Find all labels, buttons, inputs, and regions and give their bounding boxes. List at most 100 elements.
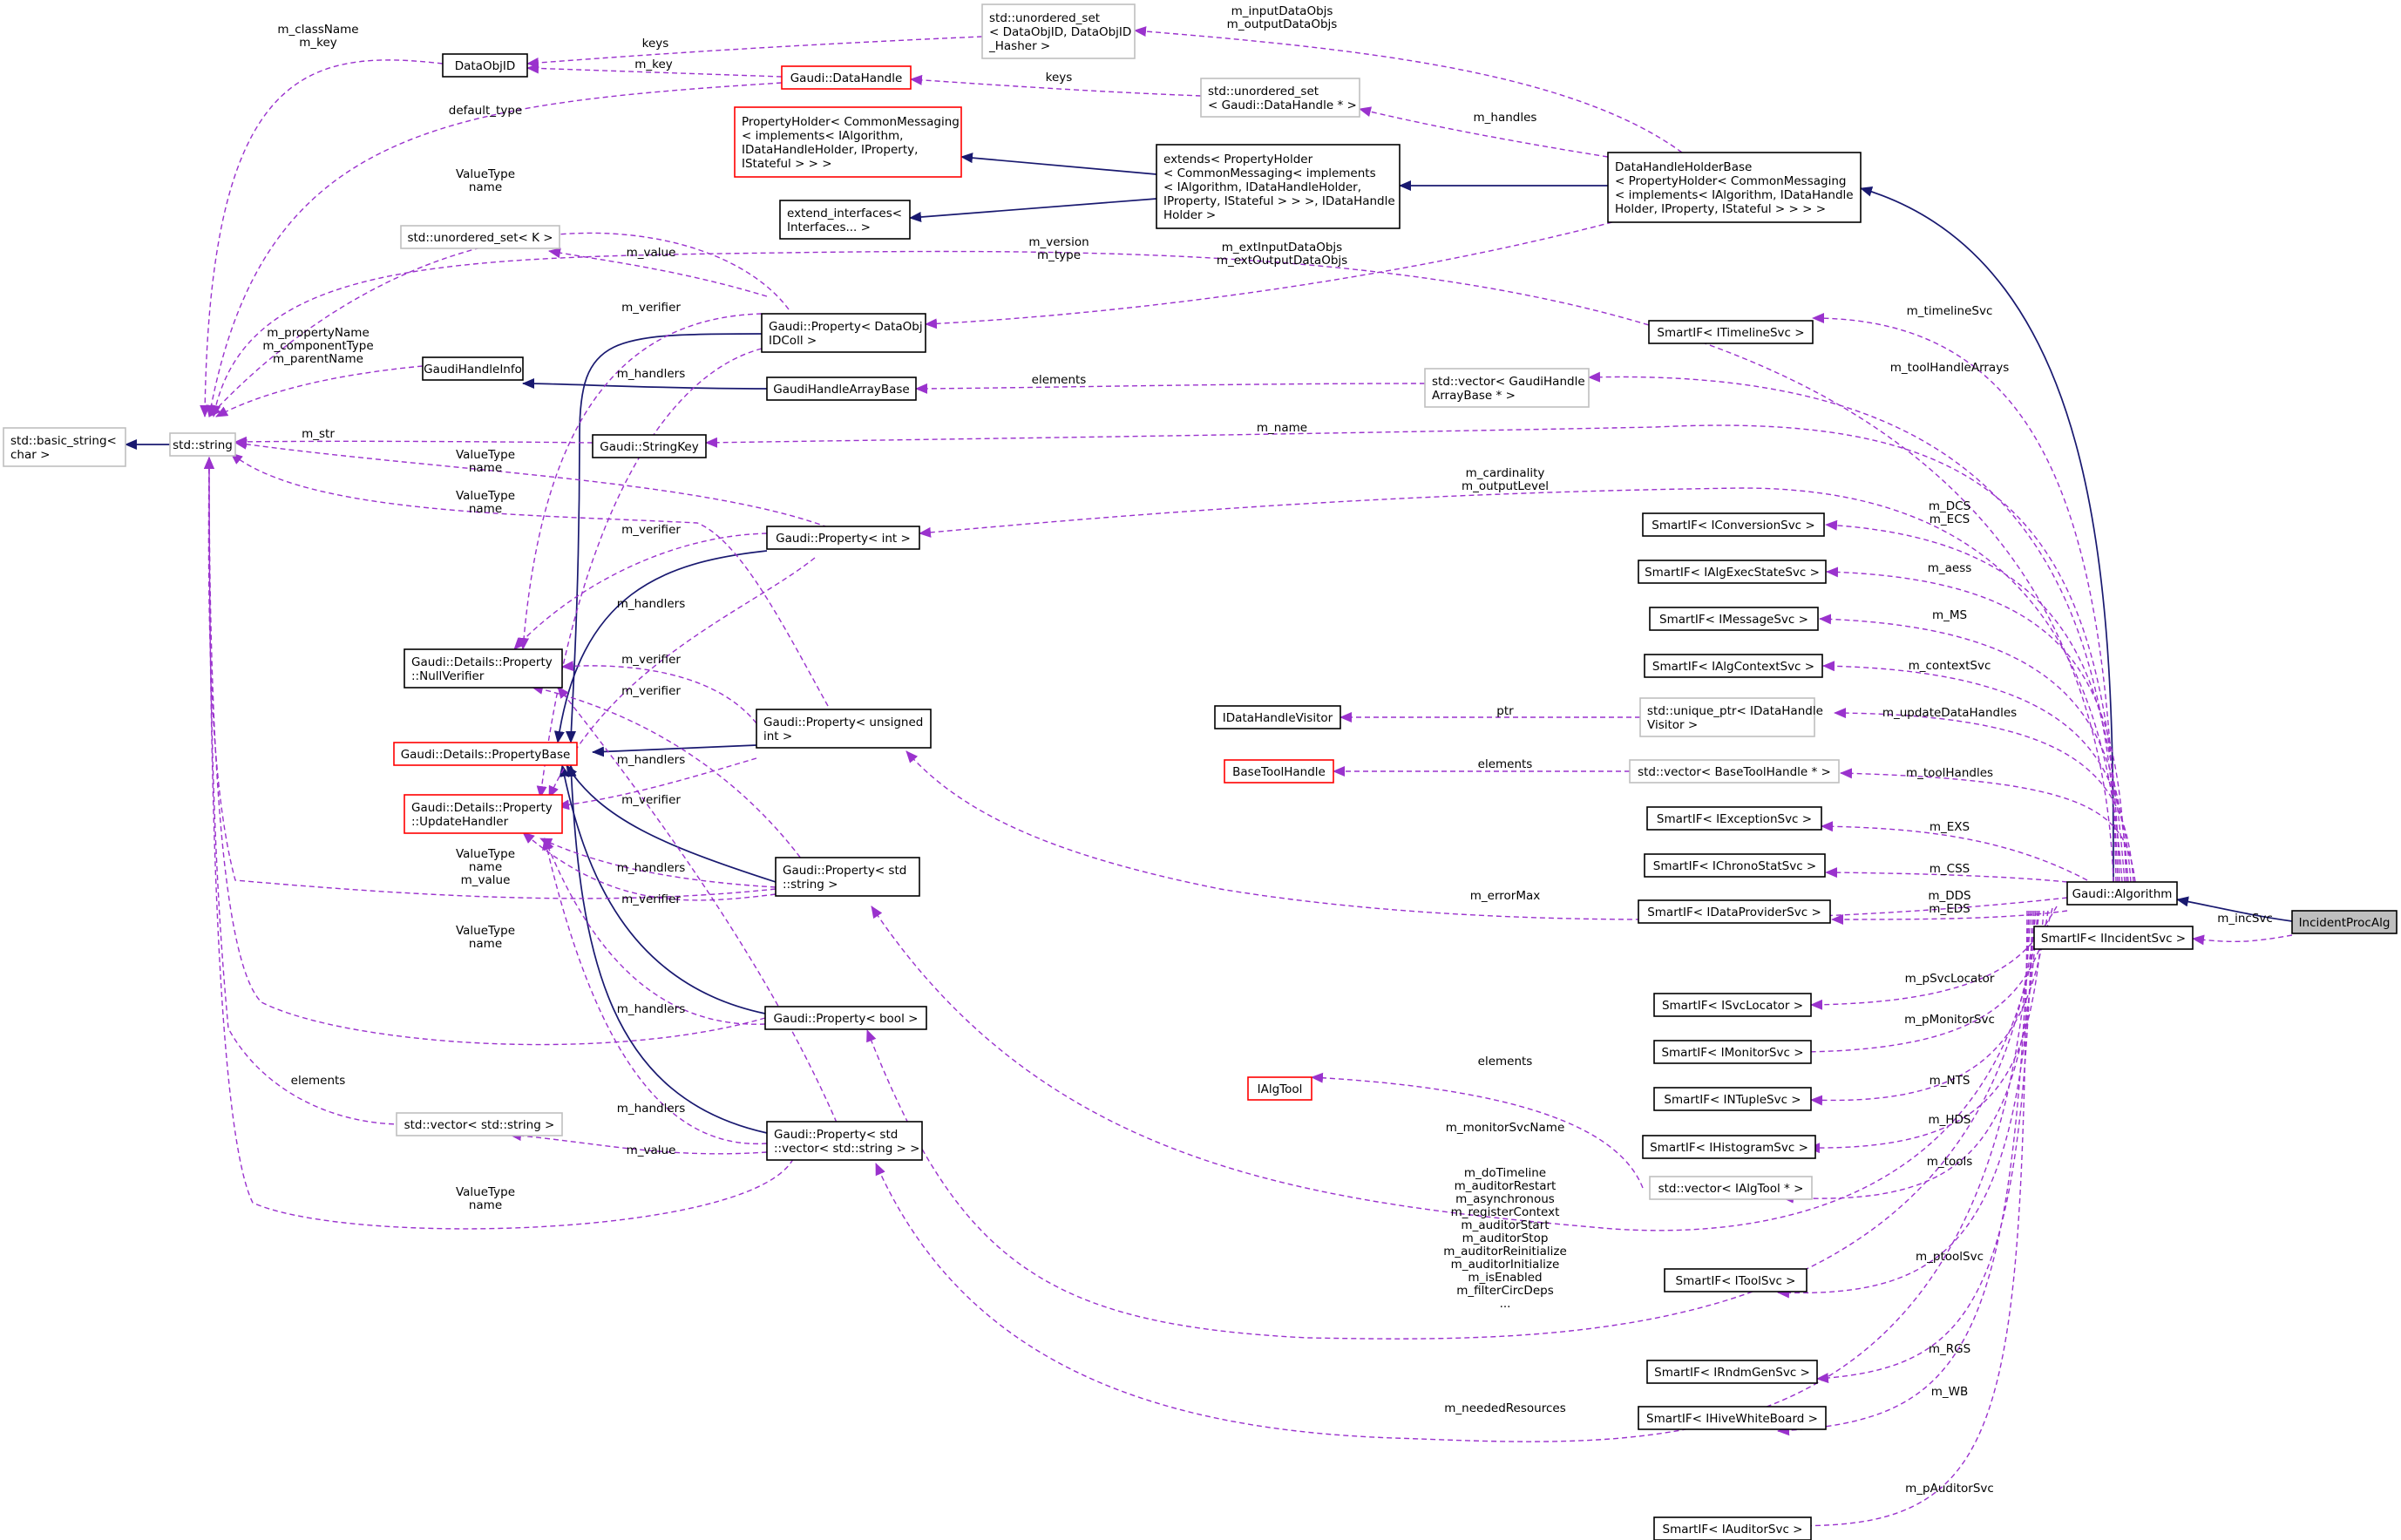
node-label: Gaudi::Property< bool > [774, 1012, 919, 1026]
edge-label-line: m_doTimeline [1464, 1166, 1546, 1180]
usage-edge-m-ms [1819, 614, 2129, 883]
node-unordered-set-datahandle[interactable]: std::unordered_set< Gaudi::DataHandle * … [1200, 78, 1360, 118]
node-ialg-tool[interactable]: IAlgTool [1247, 1076, 1312, 1101]
edge-label-line: m_HDS [1928, 1113, 1970, 1127]
node-smartif-histogram[interactable]: SmartIF< IHistogramSvc > [1642, 1135, 1816, 1159]
usage-edge-m-value-vec [509, 1130, 768, 1155]
edge-label-line: m_RGS [1929, 1342, 1970, 1356]
edge-label-line: name [469, 461, 502, 475]
node-property-holder[interactable]: PropertyHolder< CommonMessaging< impleme… [734, 106, 962, 178]
node-smartif-hivewhiteboard[interactable]: SmartIF< IHiveWhiteBoard > [1638, 1406, 1827, 1430]
node-smartif-rndmgen[interactable]: SmartIF< IRndmGenSvc > [1646, 1360, 1818, 1384]
edge-label-line: m_neededResources [1444, 1401, 1565, 1415]
node-label: Gaudi::Property< int > [776, 532, 911, 546]
node-smartif-algcontext[interactable]: SmartIF< IAlgContextSvc > [1644, 654, 1823, 678]
node-update-handler[interactable]: Gaudi::Details::Property::UpdateHandler [404, 794, 563, 834]
node-label: ::NullVerifier [411, 669, 485, 683]
node-label: std::basic_string< [10, 434, 117, 448]
node-property-base[interactable]: Gaudi::Details::PropertyBase [393, 742, 578, 766]
edge-label-line: m_verifier [621, 301, 681, 315]
inherit-edge-punsigned-propertybase [592, 744, 757, 757]
node-box [1607, 152, 1862, 223]
node-label: SmartIF< IMonitorSvc > [1661, 1046, 1803, 1060]
edge-label-line: m_extOutputDataObjs [1217, 254, 1347, 268]
node-unique-ptr-visitor[interactable]: std::unique_ptr< IDataHandleVisitor > [1639, 697, 1823, 737]
node-box [1653, 1040, 1812, 1064]
node-idatahandle-visitor[interactable]: IDataHandleVisitor [1214, 705, 1341, 729]
node-vector-ialg-tool[interactable]: std::vector< IAlgTool * > [1649, 1176, 1813, 1200]
edge-label: m_pMonitorSvc [1904, 1013, 1995, 1027]
edge-label-line: ValueType [456, 924, 515, 938]
node-smartif-svclocator[interactable]: SmartIF< ISvcLocator > [1653, 993, 1812, 1017]
node-gaudi-handle-info[interactable]: GaudiHandleInfo [422, 356, 524, 381]
node-smartif-message[interactable]: SmartIF< IMessageSvc > [1649, 607, 1819, 631]
edge-label: m_handles [1474, 111, 1537, 125]
node-box [1653, 993, 1812, 1017]
node-label: Gaudi::Property< DataObj [769, 320, 923, 334]
node-std-string[interactable]: std::string [169, 432, 236, 457]
node-dataobjid[interactable]: DataObjID [442, 53, 528, 78]
node-basic-string[interactable]: std::basic_string<char > [3, 427, 126, 467]
usage-edge-valuetype-name-value [203, 457, 777, 899]
node-vector-base-tool-handle[interactable]: std::vector< BaseToolHandle * > [1629, 759, 1840, 784]
edge-label-line: m_filterCircDeps [1456, 1284, 1553, 1298]
node-smartif-exception[interactable]: SmartIF< IExceptionSvc > [1646, 806, 1822, 831]
node-base-tool-handle[interactable]: BaseToolHandle [1224, 759, 1334, 784]
node-smartif-dataprovider[interactable]: SmartIF< IDataProviderSvc > [1638, 899, 1831, 924]
node-property-bool[interactable]: Gaudi::Property< bool > [764, 1006, 927, 1030]
node-smartif-timeline[interactable]: SmartIF< ITimelineSvc > [1648, 320, 1814, 344]
node-extends-holder[interactable]: extends< PropertyHolder< CommonMessaging… [1156, 144, 1401, 229]
node-smartif-algexecstate[interactable]: SmartIF< IAlgExecStateSvc > [1638, 560, 1827, 584]
edge-label: keys [642, 37, 669, 51]
node-label: DataObjID [455, 59, 516, 73]
edge-label: m_monitorSvcName [1446, 1121, 1565, 1135]
usage-edge-valuetype-4 [204, 457, 766, 1046]
inherit-edge-extends-extendinterfaces [909, 198, 1157, 222]
edge-label-line: m_monitorSvcName [1446, 1121, 1565, 1135]
node-property-int[interactable]: Gaudi::Property< int > [766, 526, 920, 550]
node-gaudi-handle-array-base[interactable]: GaudiHandleArrayBase [766, 377, 917, 401]
node-incident-proc-alg[interactable]: IncidentProcAlg [2291, 910, 2398, 934]
node-smartif-auditor[interactable]: SmartIF< IAuditorSvc > [1653, 1516, 1812, 1540]
node-box [766, 1121, 923, 1161]
inherit-edge-algorithm-datahandleholderbase [1860, 186, 2114, 883]
node-vector-gaudi-handle-array[interactable]: std::vector< GaudiHandleArrayBase * > [1424, 368, 1590, 408]
edge-label: elements [1478, 757, 1533, 771]
edge-label: m_handlers [617, 1102, 686, 1116]
edge-label-line: m_WB [1931, 1385, 1969, 1399]
node-label: Holder > [1163, 208, 1216, 222]
node-smartif-tool[interactable]: SmartIF< IToolSvc > [1664, 1268, 1808, 1292]
node-smartif-monitor[interactable]: SmartIF< IMonitorSvc > [1653, 1040, 1812, 1064]
node-null-verifier[interactable]: Gaudi::Details::Property::NullVerifier [404, 648, 563, 689]
edge-label-line: m_version [1028, 235, 1089, 249]
node-property-string[interactable]: Gaudi::Property< std::string > [775, 857, 920, 897]
usage-edge-valuetype-2 [234, 438, 829, 528]
edge-label-line: m_timelineSvc [1907, 304, 1993, 318]
node-data-handle-holder-base[interactable]: DataHandleHolderBase< PropertyHolder< Co… [1607, 152, 1862, 223]
node-extend-interfaces[interactable]: extend_interfaces<Interfaces... > [779, 200, 911, 240]
node-smartif-incident[interactable]: SmartIF< IIncidentSvc > [2033, 926, 2194, 950]
node-smartif-ntuple[interactable]: SmartIF< INTupleSvc > [1653, 1087, 1812, 1111]
node-box [400, 225, 560, 249]
edge-label-line: m_CSS [1930, 862, 1970, 876]
node-box [1156, 144, 1401, 229]
node-datahandle[interactable]: Gaudi::DataHandle [781, 65, 912, 90]
node-smartif-chronostat[interactable]: SmartIF< IChronoStatSvc > [1644, 853, 1826, 878]
node-string-key[interactable]: Gaudi::StringKey [592, 434, 707, 458]
usage-edge-m-aess [1826, 566, 2127, 883]
node-property-vector-string[interactable]: Gaudi::Property< std::vector< std::strin… [766, 1121, 923, 1161]
node-smartif-conversion[interactable]: SmartIF< IConversionSvc > [1642, 512, 1825, 537]
node-unordered-set-k[interactable]: std::unordered_set< K > [400, 225, 560, 249]
inherit-edge-incidentprocalg-algorithm [2176, 896, 2293, 922]
node-label: SmartIF< IHiveWhiteBoard > [1646, 1412, 1818, 1426]
node-label: < Gaudi::DataHandle * > [1208, 98, 1357, 112]
node-algorithm[interactable]: Gaudi::Algorithm [2066, 881, 2178, 906]
node-vector-string[interactable]: std::vector< std::string > [396, 1112, 563, 1136]
node-unordered-set-dataobjid[interactable]: std::unordered_set< DataObjID, DataObjID… [981, 3, 1136, 59]
node-box [1639, 697, 1815, 737]
